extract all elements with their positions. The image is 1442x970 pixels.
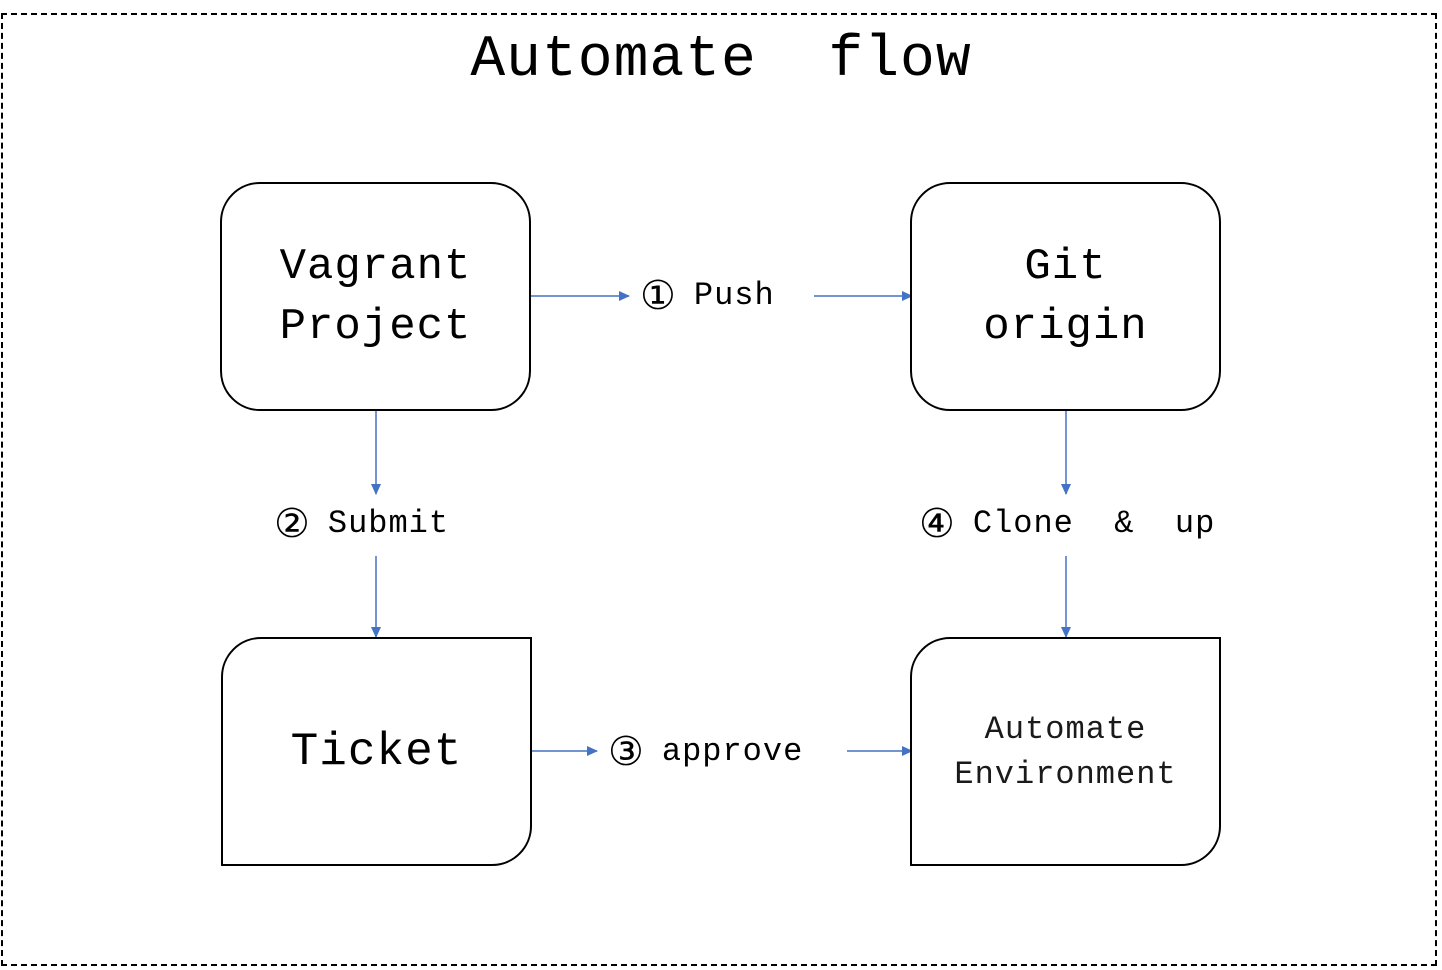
step-submit-label: ② Submit (274, 501, 450, 547)
step-clone-text: Clone & up (972, 505, 1216, 542)
node-vagrant-project: Vagrant Project (220, 182, 531, 411)
node-vagrant-project-label: Vagrant Project (279, 241, 472, 352)
node-automate-environment: Automate Environment (910, 637, 1221, 866)
node-git-origin: Git origin (910, 182, 1221, 411)
step-2-number: ② (274, 501, 310, 547)
step-approve-text: approve (661, 733, 804, 770)
node-ticket-label: Ticket (290, 725, 463, 778)
diagram-title: Automate flow (470, 28, 972, 93)
step-push-text: Push (693, 277, 775, 314)
step-push-label: ① Push (640, 274, 775, 318)
diagram-frame (1, 13, 1437, 966)
node-automate-environment-label: Automate Environment (954, 710, 1177, 793)
node-ticket: Ticket (221, 637, 532, 866)
step-3-number: ③ (608, 729, 644, 775)
step-1-number: ① (640, 273, 676, 319)
node-git-origin-label: Git origin (983, 241, 1148, 352)
step-submit-text: Submit (327, 505, 450, 542)
step-4-number: ④ (919, 501, 955, 547)
step-clone-label: ④ Clone & up (919, 501, 1216, 547)
step-approve-label: ③ approve (608, 729, 804, 775)
